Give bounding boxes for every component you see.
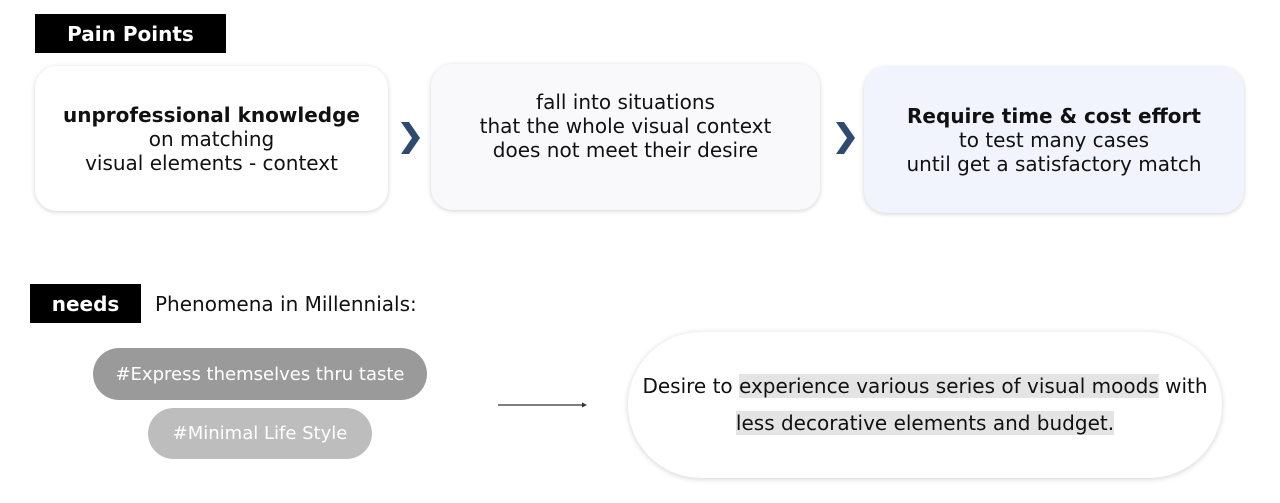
pain-points-label-text: Pain Points	[67, 21, 194, 46]
card-3-line-3: until get a satisfactory match	[906, 152, 1202, 176]
desire-prefix: Desire to	[642, 374, 740, 398]
card-1-line-1: unprofessional knowledge	[63, 102, 360, 127]
desire-highlight-2: less decorative elements and budget.	[735, 411, 1115, 435]
card-2-line-3: does not meet their desire	[492, 138, 759, 162]
card-1-line-3: visual elements - context	[85, 150, 338, 175]
needs-subtitle: Phenomena in Millennials:	[155, 292, 417, 316]
arrow-right-icon	[498, 402, 587, 408]
desire-line-1: Desire to experience various series of v…	[642, 368, 1208, 405]
chevron-right-icon	[401, 122, 420, 154]
card-2-line-1: fall into situations	[536, 90, 715, 114]
desire-line-2: less decorative elements and budget.	[735, 405, 1115, 442]
pain-point-card-3: Require time & cost effort to test many …	[864, 67, 1244, 213]
desire-suffix: with	[1158, 374, 1208, 398]
tag-minimal-life-style-text: #Minimal Life Style	[172, 423, 348, 444]
desire-statement: Desire to experience various series of v…	[628, 332, 1222, 478]
card-3-line-1: Require time & cost effort	[907, 104, 1201, 128]
card-3-line-2: to test many cases	[958, 128, 1150, 152]
tag-express-themselves: #Express themselves thru taste	[93, 348, 427, 400]
card-2-line-2: that the whole visual context	[479, 114, 772, 138]
needs-label-text: needs	[51, 291, 120, 316]
card-1-line-2: on matching	[148, 126, 275, 151]
tag-express-themselves-text: #Express themselves thru taste	[115, 363, 405, 385]
pain-point-card-2: fall into situations that the whole visu…	[431, 64, 820, 210]
desire-highlight-1: experience various series of visual mood…	[739, 374, 1159, 398]
chevron-right-icon	[836, 122, 855, 154]
needs-label: needs	[30, 284, 141, 323]
pain-points-label: Pain Points	[35, 14, 226, 53]
tag-minimal-life-style: #Minimal Life Style	[148, 408, 372, 459]
pain-point-card-1: unprofessional knowledge on matching vis…	[35, 66, 388, 211]
